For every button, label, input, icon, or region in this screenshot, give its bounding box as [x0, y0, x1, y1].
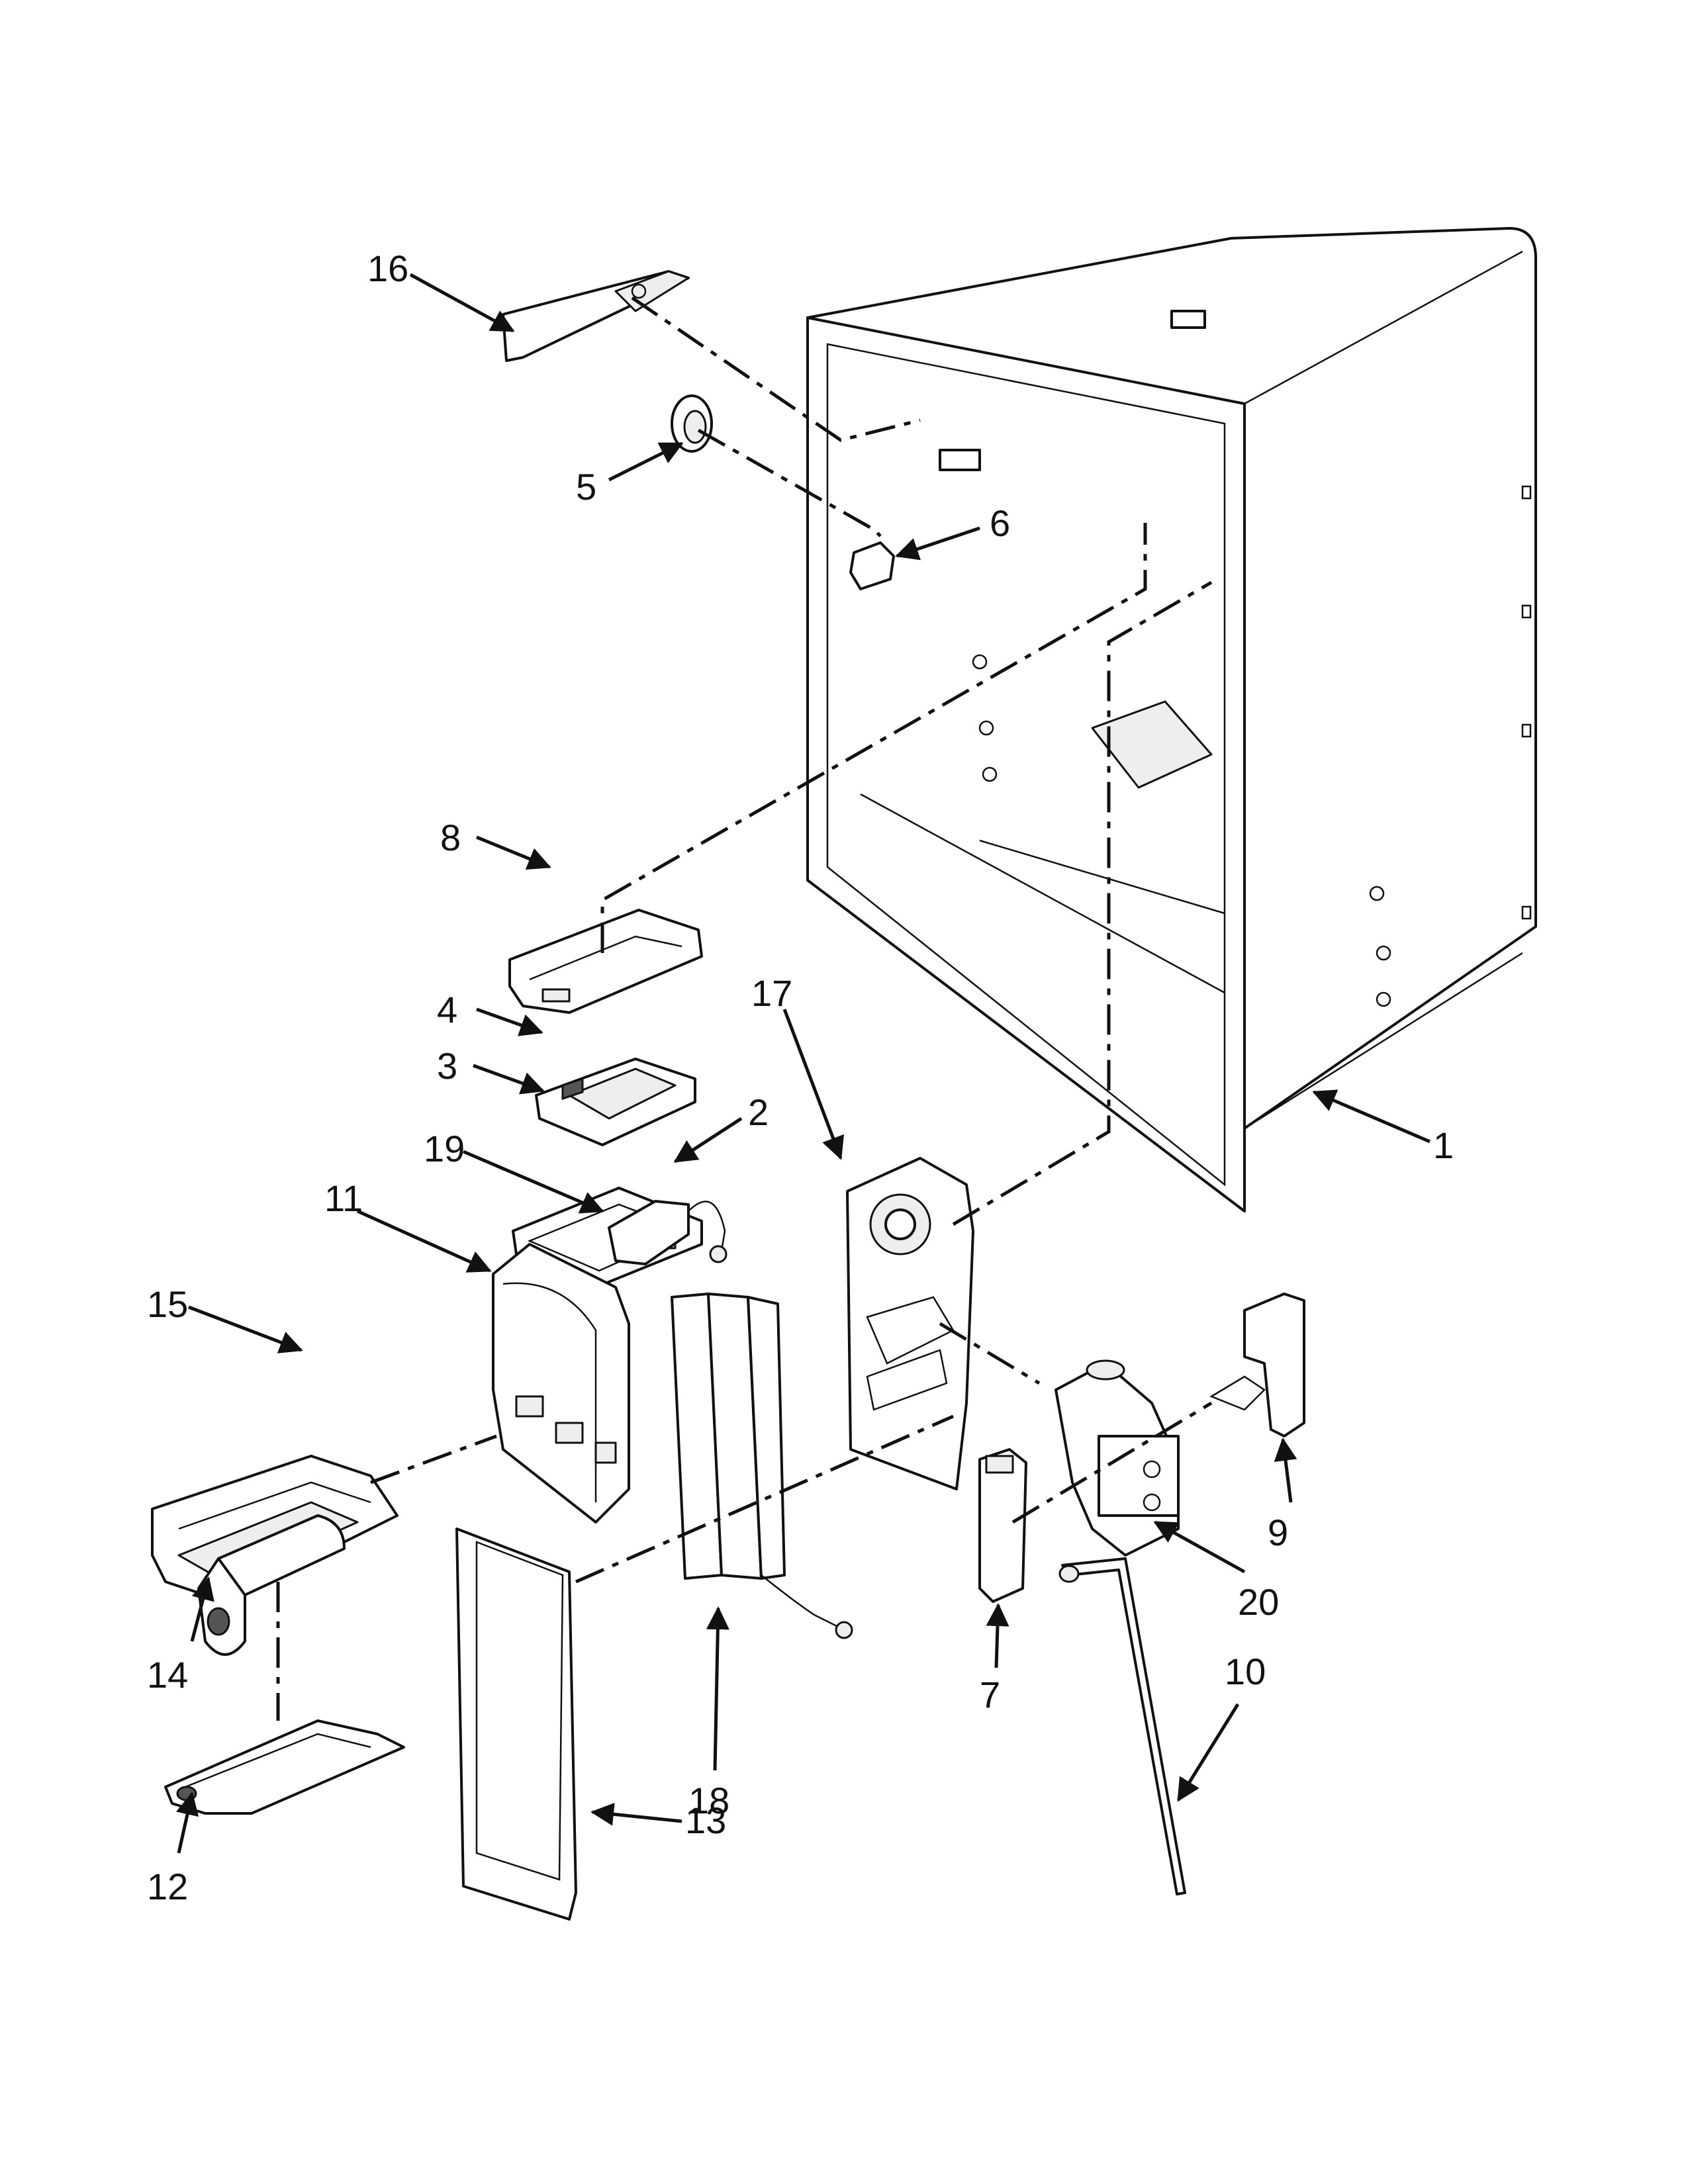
part-18-tube-assembly: [671, 1293, 853, 1639]
part-9-bracket: [1209, 1293, 1305, 1437]
assembly-lines: [276, 296, 1213, 1721]
part-16-cover: [502, 270, 690, 362]
part-5-knob: [671, 394, 713, 453]
part-11-chute: [492, 1243, 630, 1524]
leader-arrows: [175, 273, 1430, 1854]
part-13-panel: [455, 1527, 577, 1921]
callout-6: 6: [990, 502, 1010, 544]
callout-5: 5: [576, 466, 596, 508]
callout-15: 15: [147, 1283, 188, 1325]
part-4-control-board: [535, 1058, 696, 1146]
callout-1: 1: [1433, 1124, 1454, 1166]
callout-17: 17: [751, 972, 792, 1014]
callout-12: 12: [147, 1866, 188, 1907]
callout-14: 14: [147, 1654, 188, 1696]
callout-19: 19: [424, 1128, 465, 1169]
callout-13: 13: [685, 1799, 726, 1841]
callout-labels: 1 2 3 4 5 6 7 8 9 10 11 12 13 14 15 16 1…: [147, 248, 1454, 1907]
callout-20: 20: [1238, 1581, 1279, 1623]
callout-9: 9: [1268, 1512, 1288, 1553]
part-8-housing: [508, 909, 703, 1014]
part-6-switch: [849, 541, 895, 590]
part-10-water-tube: [1058, 1557, 1186, 1895]
callout-16: 16: [367, 248, 408, 289]
callout-7: 7: [980, 1674, 1000, 1715]
callout-18: 18: [688, 1780, 729, 1821]
part-12-bracket: [164, 1719, 405, 1815]
callout-10: 10: [1225, 1651, 1266, 1692]
callout-8: 8: [440, 817, 461, 858]
part-7-clip: [978, 1448, 1027, 1603]
callout-2: 2: [748, 1091, 769, 1133]
callout-3: 3: [437, 1045, 457, 1087]
callout-11: 11: [324, 1177, 363, 1219]
part-17-bracket: [846, 1157, 974, 1490]
part-19-sensor: [608, 1200, 727, 1265]
callout-4: 4: [437, 989, 457, 1030]
